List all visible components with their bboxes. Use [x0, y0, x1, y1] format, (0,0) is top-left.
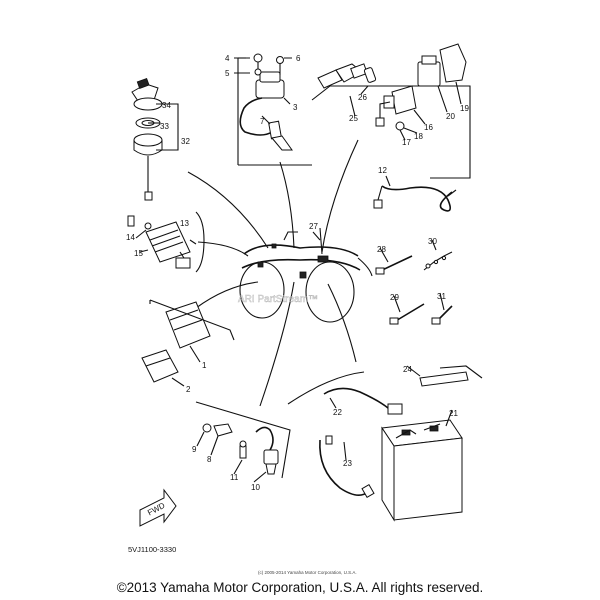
cable-bands: [375, 251, 453, 325]
part-number-9: 9: [192, 445, 197, 454]
battery-group: [319, 371, 469, 522]
wire-harness: [239, 227, 361, 323]
part-number-31: 31: [437, 292, 446, 301]
fwd-arrow: FWD: [139, 488, 177, 527]
part-number-18: 18: [414, 132, 423, 141]
part-number-2: 2: [186, 385, 191, 394]
part-number-1: 1: [202, 361, 207, 370]
lead-wire-12: [373, 185, 457, 212]
cdi-unit: [141, 301, 211, 383]
small-copyright: (c) 2005-2014 Yamaha Motor Corporation, …: [258, 570, 357, 575]
part-number-5: 5: [225, 69, 230, 78]
part-number-22: 22: [333, 408, 342, 417]
drawing-code: 5VJ1100-3330: [128, 545, 176, 554]
part-number-10: 10: [251, 483, 260, 492]
part-number-14: 14: [126, 233, 135, 242]
part-number-24: 24: [403, 365, 412, 374]
relay-group: [317, 43, 467, 131]
part-number-19: 19: [460, 104, 469, 113]
part-number-34: 34: [162, 101, 171, 110]
part-number-11: 11: [230, 473, 239, 482]
part-number-17: 17: [402, 138, 411, 147]
part-number-13: 13: [180, 219, 189, 228]
part-number-6: 6: [296, 54, 301, 63]
part-number-8: 8: [207, 455, 212, 464]
part-number-7: 7: [260, 117, 265, 126]
part-number-26: 26: [358, 93, 367, 102]
part-number-21: 21: [449, 409, 458, 418]
part-number-20: 20: [446, 112, 455, 121]
part-number-33: 33: [160, 122, 169, 131]
main-switch-assembly: [131, 77, 163, 201]
part-number-4: 4: [225, 54, 230, 63]
part-number-16: 16: [424, 123, 433, 132]
copyright-text: ©2013 Yamaha Motor Corporation, U.S.A. A…: [116, 580, 484, 595]
neutral-switch: [202, 423, 279, 475]
ignition-coil-assembly: [239, 53, 293, 151]
part-number-15: 15: [134, 249, 143, 258]
part-number-3: 3: [293, 103, 298, 112]
rectifier-regulator: [127, 215, 191, 269]
part-number-27: 27: [309, 222, 318, 231]
part-number-23: 23: [343, 459, 352, 468]
part-number-28: 28: [377, 245, 386, 254]
part-number-25: 25: [349, 114, 358, 123]
watermark: ARI PartStream™: [238, 294, 318, 305]
part-number-12: 12: [378, 166, 387, 175]
part-number-32: 32: [181, 137, 190, 146]
